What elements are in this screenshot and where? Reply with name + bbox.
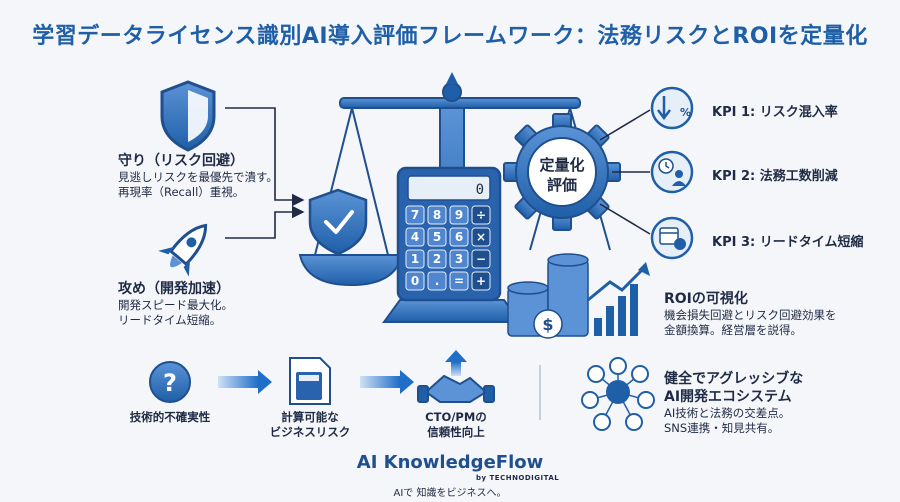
calculator-key-label: 8: [433, 208, 441, 222]
calculator-key-label: .: [435, 274, 440, 288]
calculator-key: [449, 227, 469, 247]
defense-heading: 守り（リスク回避）: [118, 153, 244, 169]
calculator-key: [427, 249, 447, 269]
offense-line1: 開発スピード最大化。: [118, 298, 233, 312]
calculator-key: [449, 271, 469, 291]
roi-line2: 金額換算。経営層を説得。: [664, 323, 802, 337]
rocket-icon: [158, 223, 208, 277]
clock-person-icon: [650, 150, 694, 194]
flow-step2-line2: ビジネスリスク: [269, 425, 351, 439]
calculator-key-label: −: [476, 252, 486, 266]
handshake-icon: [417, 374, 495, 403]
calculator-key-label: ×: [476, 230, 486, 244]
calculator-key-label: 9: [455, 208, 463, 222]
calculator-key-label: 3: [455, 252, 463, 266]
flow-step3-line1: CTO/PMの: [425, 410, 487, 424]
offense-heading: 攻め（開発加速）: [118, 281, 230, 297]
kpi-2-label: KPI 2: 法務工数削減: [712, 169, 838, 184]
calculator-key: [471, 227, 491, 247]
calculator-key: [471, 205, 491, 225]
flow-step2-line1: 計算可能な: [281, 410, 339, 424]
kpi-3-label: KPI 3: リードタイム短縮: [712, 235, 864, 250]
calculator-key-label: 0: [411, 274, 419, 288]
flow-arrow-up: [445, 350, 467, 376]
gear-icon: [503, 113, 621, 231]
svg-text:?: ?: [163, 369, 177, 397]
gear-label-line1: 定量化: [539, 156, 584, 174]
calculator-key-label: +: [476, 274, 486, 288]
calculator-key: [405, 227, 425, 247]
flow-arrow-2: [360, 370, 414, 394]
calculator-key: [427, 271, 447, 291]
svg-text:%: %: [680, 106, 691, 119]
defense-line2: 再現率（Recall）重視。: [118, 185, 245, 199]
calculator-key-label: 2: [433, 252, 441, 266]
calculator-key-label: 5: [433, 230, 441, 244]
roi-line1: 機会損失回避とリスク回避効果を: [664, 308, 837, 322]
calculator-key: [405, 271, 425, 291]
calculator-key-label: 4: [411, 230, 419, 244]
document-calculator-icon: [289, 357, 331, 405]
gear-label-line2: 評価: [547, 176, 577, 194]
network-people-icon: [581, 357, 655, 431]
brand-sub: by TECHNODIGITAL: [476, 474, 560, 482]
calculator-key-label: 1: [411, 252, 419, 266]
calculator-key: [471, 271, 491, 291]
ecosystem-line2: SNS連携・知見共有。: [664, 421, 780, 435]
calculator-key-label: 7: [411, 208, 419, 222]
ecosystem-line1: AI技術と法務の交差点。: [664, 406, 791, 420]
calculator-key-label: ÷: [476, 208, 486, 222]
brand-logo: AI KnowledgeFlow: [356, 452, 544, 473]
kpi-1-label: KPI 1: リスク混入率: [712, 105, 838, 120]
ecosystem-heading-line2: AI開発エコシステム: [664, 389, 792, 405]
check-shield-icon: [308, 188, 368, 256]
kpi-connector-lines: [599, 109, 651, 235]
defense-line1: 見逃しリスクを最優先で潰す。: [118, 170, 278, 184]
flow-step3-line2: 信頼性向上: [427, 425, 485, 439]
shield-icon: [160, 80, 216, 152]
flow-step1-label: 技術的不確実性: [129, 410, 211, 424]
page-title: 学習データライセンス識別AI導入評価フレームワーク：法務リスクとROIを定量化: [32, 24, 868, 49]
calculator-key-label: 6: [455, 230, 463, 244]
calendar-clock-icon: [650, 216, 694, 260]
calculator-key: [471, 249, 491, 269]
calculator-key: [427, 227, 447, 247]
brand-tagline: AIで 知識をビジネスへ。: [393, 488, 507, 499]
flow-arrow-1: [218, 370, 272, 394]
roi-heading: ROIの可視化: [664, 291, 748, 307]
calculator-key-label: =: [454, 274, 464, 288]
calculator-key: [449, 205, 469, 225]
calculator-key: [427, 205, 447, 225]
coin-stacks-icon: $: [507, 253, 589, 339]
calculator-key: [405, 205, 425, 225]
risk-down-percent-icon: %: [650, 86, 694, 130]
calculator-key: [449, 249, 469, 269]
offense-line2: リードタイム短縮。: [118, 313, 222, 327]
calculator-key: [405, 249, 425, 269]
svg-text:$: $: [542, 315, 553, 334]
calculator-display: 0: [476, 182, 484, 198]
question-icon: ?: [149, 361, 191, 403]
ecosystem-heading-line1: 健全でアグレッシブな: [664, 371, 804, 387]
left-connector-lines: [225, 107, 305, 239]
growth-chart-icon: [587, 262, 650, 336]
